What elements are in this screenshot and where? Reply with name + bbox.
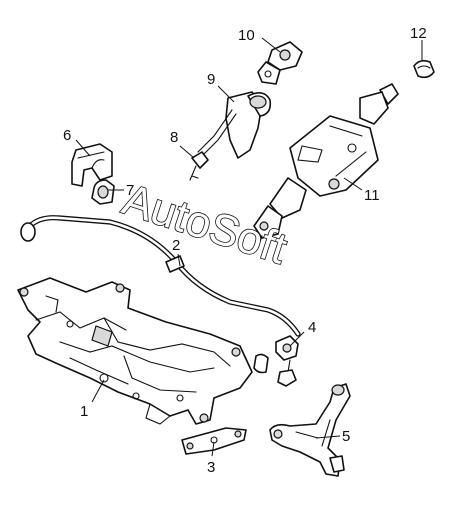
part-8-bolt	[189, 151, 209, 181]
callout-4: 4	[308, 319, 316, 336]
callout-2: 2	[172, 237, 180, 254]
part-1-subframe	[17, 277, 253, 425]
part-7-bushing	[91, 179, 115, 205]
callout-5: 5	[342, 428, 350, 445]
callout-11: 11	[364, 187, 380, 204]
part-10-universal-joint	[257, 41, 303, 85]
part-4-link	[253, 335, 299, 387]
callout-3: 3	[207, 459, 215, 476]
part-11-steering-column	[253, 83, 399, 249]
part-5-control-arm	[269, 383, 351, 477]
callout-7: 7	[126, 182, 134, 199]
callout-10: 10	[238, 27, 255, 44]
part-2-stabilizer-bar	[20, 215, 301, 337]
leader-lines	[75, 37, 423, 457]
callout-12: 12	[410, 25, 427, 42]
part-3-plate	[181, 427, 247, 455]
part-6-bracket	[71, 143, 113, 187]
watermark: AutoSoft	[117, 175, 293, 274]
callout-6: 6	[63, 127, 71, 144]
callout-8: 8	[170, 129, 178, 146]
part-9-column-seal	[197, 91, 272, 159]
callout-numbers: 1 2 3 4 5 6 7 8 9 10 11 12	[63, 25, 427, 476]
callout-9: 9	[207, 71, 215, 88]
part-12-clip	[413, 59, 435, 79]
callout-1: 1	[80, 403, 88, 420]
